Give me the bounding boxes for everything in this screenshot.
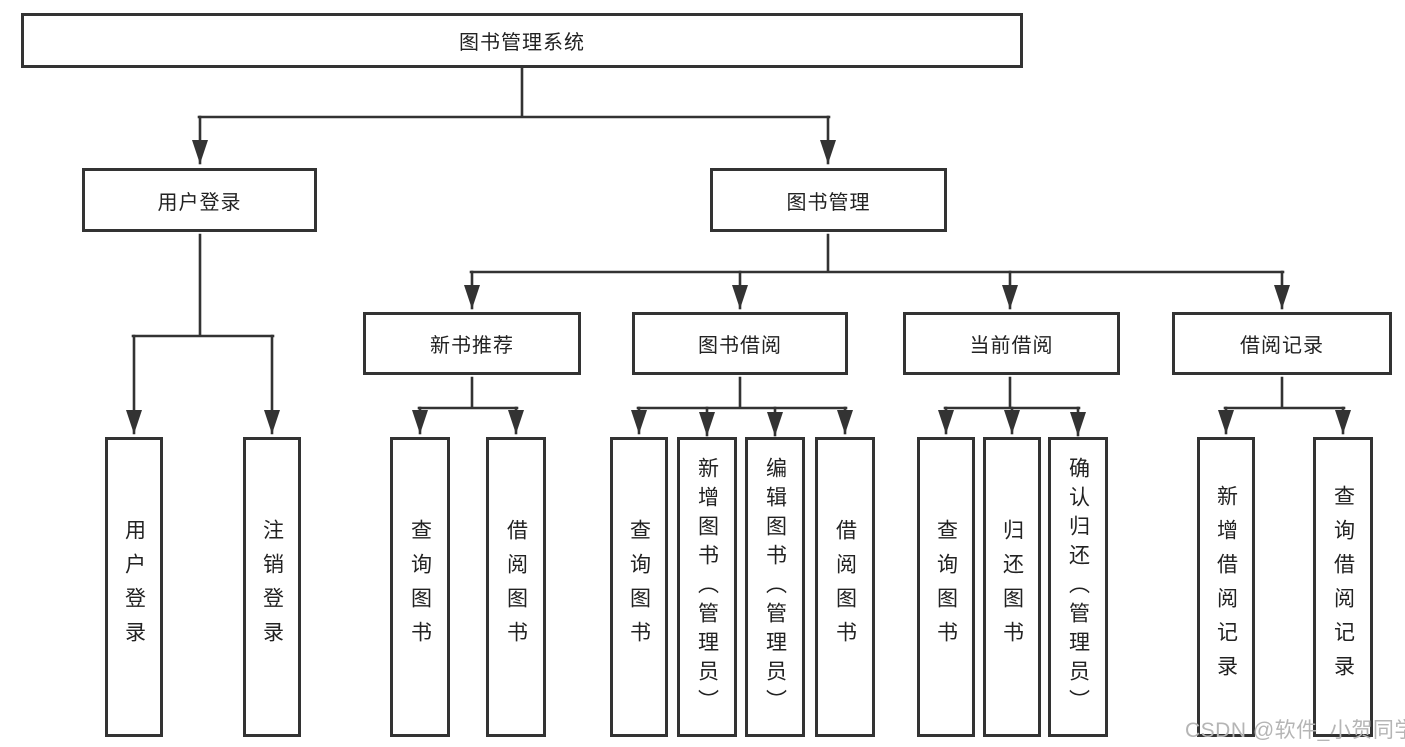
node-current-borrowing: 当前借阅: [903, 312, 1120, 375]
leaf-return-books: 归还图书: [983, 437, 1041, 737]
node-label: 注销登录: [260, 519, 284, 655]
leaf-query-books-current: 查询图书: [917, 437, 975, 737]
leaf-user-login: 用户登录: [105, 437, 163, 737]
leaf-edit-book-admin: 编辑图书（管理员）: [745, 437, 805, 737]
node-label: 编辑图书（管理员）: [763, 456, 787, 718]
node-label: 借阅图书: [504, 519, 528, 655]
node-label: 用户登录: [122, 519, 146, 655]
leaf-query-borrow-record: 查询借阅记录: [1313, 437, 1373, 737]
node-label: 图书管理系统: [459, 32, 585, 54]
node-library-management-system: 图书管理系统: [21, 13, 1023, 68]
node-borrowing-records: 借阅记录: [1172, 312, 1392, 375]
node-book-borrowing: 图书借阅: [632, 312, 848, 375]
node-label: 图书管理: [786, 191, 871, 214]
node-label: 用户登录: [157, 191, 242, 214]
node-label: 查询图书: [408, 519, 432, 655]
leaf-borrow-books-recommend: 借阅图书: [486, 437, 546, 737]
node-label: 当前借阅: [969, 335, 1054, 357]
node-label: 新增借阅记录: [1214, 485, 1238, 689]
node-user-login: 用户登录: [82, 168, 317, 232]
leaf-borrow-books-borrowing: 借阅图书: [815, 437, 875, 737]
node-label: 查询借阅记录: [1331, 485, 1355, 689]
node-label: 确认归还（管理员）: [1066, 456, 1090, 718]
csdn-watermark: CSDN @软件_小贺同学: [1185, 719, 1405, 742]
leaf-query-books-recommend: 查询图书: [390, 437, 450, 737]
leaf-add-book-admin: 新增图书（管理员）: [677, 437, 737, 737]
node-label: 查询图书: [627, 519, 651, 655]
leaf-confirm-return-admin: 确认归还（管理员）: [1048, 437, 1108, 737]
leaf-logout: 注销登录: [243, 437, 301, 737]
node-label: 图书借阅: [698, 335, 782, 357]
leaf-query-books-borrowing: 查询图书: [610, 437, 668, 737]
node-label: 新书推荐: [430, 335, 514, 357]
node-label: 归还图书: [1000, 519, 1024, 655]
node-new-book-recommendation: 新书推荐: [363, 312, 581, 375]
leaf-add-borrow-record: 新增借阅记录: [1197, 437, 1255, 737]
node-label: 借阅记录: [1240, 335, 1324, 357]
node-book-management: 图书管理: [710, 168, 947, 232]
node-label: 借阅图书: [833, 519, 857, 655]
node-label: 新增图书（管理员）: [695, 456, 719, 718]
node-label: 查询图书: [934, 519, 958, 655]
